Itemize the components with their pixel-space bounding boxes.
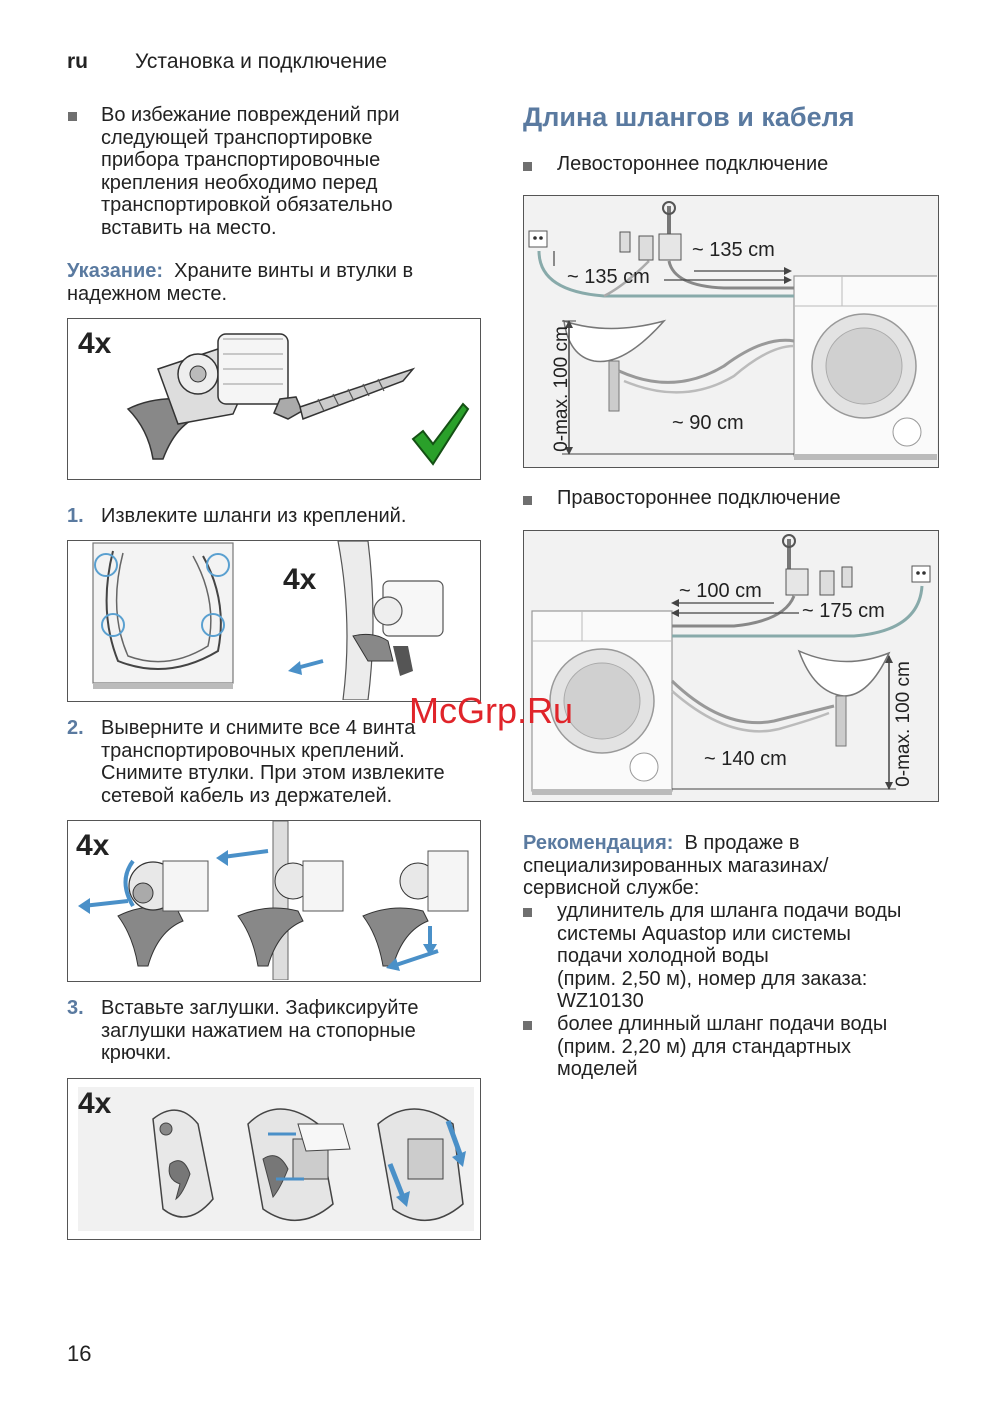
- unscrew-illustration: [78, 821, 469, 980]
- recommendation-paragraph: Рекомендация: В продаже в специализирова…: [523, 832, 829, 900]
- bullet-marker: [523, 496, 532, 505]
- recommendation-item-2: более длинный шланг подачи воды (прим. 2…: [557, 1013, 888, 1081]
- transport-warning-text: Во избежание повреждений при следующей т…: [101, 104, 400, 239]
- figure-bolt-sleeve: 4x: [67, 318, 481, 480]
- figure-count: 4x: [76, 829, 110, 862]
- figure-unscrew-bolts: 4x: [67, 820, 481, 982]
- right-connection-illustration: [531, 534, 931, 795]
- language-code: ru: [67, 50, 88, 73]
- note-label: Указание:: [67, 260, 164, 282]
- figure-count: 4x: [283, 563, 317, 596]
- page-number: 16: [67, 1341, 92, 1366]
- bullet-marker: [523, 1021, 532, 1030]
- dimension-left: ~ 135 cm: [567, 266, 650, 288]
- right-connection-label: Правостороннее подключение: [557, 487, 841, 509]
- recommendation-label: Рекомендация:: [523, 832, 674, 854]
- diagram-left-connection: ~ 135 cm ~ 135 cm ~ 90 cm 0-max. 100 cm: [523, 195, 939, 468]
- bullet-marker: [68, 112, 77, 121]
- step-2-number: 2.: [67, 717, 84, 739]
- hose-removal-illustration: [92, 541, 444, 700]
- left-connection-label: Левостороннее подключение: [557, 153, 829, 175]
- dimension-bottom: ~ 140 cm: [704, 748, 787, 770]
- note-paragraph: Указание: Храните винты и втулки в надеж…: [67, 260, 414, 305]
- caps-illustration: [152, 1108, 466, 1221]
- step-1-number: 1.: [67, 505, 84, 527]
- figure-hose-removal: 4x: [67, 540, 481, 702]
- dimension-height: 0-max. 100 cm: [551, 326, 572, 452]
- bullet-marker: [523, 162, 532, 171]
- step-3-number: 3.: [67, 997, 84, 1019]
- bullet-marker: [523, 908, 532, 917]
- dimension-top: ~ 135 cm: [692, 239, 775, 261]
- dimension-right: ~ 175 cm: [802, 600, 885, 622]
- left-connection-illustration: [528, 201, 937, 460]
- dimension-bottom: ~ 90 cm: [672, 412, 744, 434]
- diagram-right-connection: ~ 100 cm ~ 175 cm ~ 140 cm 0-max. 100 cm: [523, 530, 939, 802]
- recommendation-item-1: удлинитель для шланга подачи воды систем…: [557, 900, 902, 1013]
- dimension-top: ~ 100 cm: [679, 580, 762, 602]
- page-header-title: Установка и подключение: [135, 50, 388, 73]
- step-2-text: Выверните и снимите все 4 винта транспор…: [101, 717, 445, 807]
- step-1-text: Извлеките шланги из креплений.: [101, 505, 407, 527]
- step-3-text: Вставьте заглушки. Зафиксируйте заглушки…: [101, 997, 419, 1065]
- figure-count: 4x: [78, 327, 112, 360]
- watermark: McGrp.Ru: [409, 690, 574, 731]
- figure-count: 4x: [78, 1087, 112, 1120]
- dimension-height: 0-max. 100 cm: [893, 661, 914, 787]
- section-title: Длина шлангов и кабеля: [523, 102, 855, 132]
- bolt-sleeve-illustration: [126, 333, 470, 466]
- figure-insert-caps: 4x: [67, 1078, 481, 1240]
